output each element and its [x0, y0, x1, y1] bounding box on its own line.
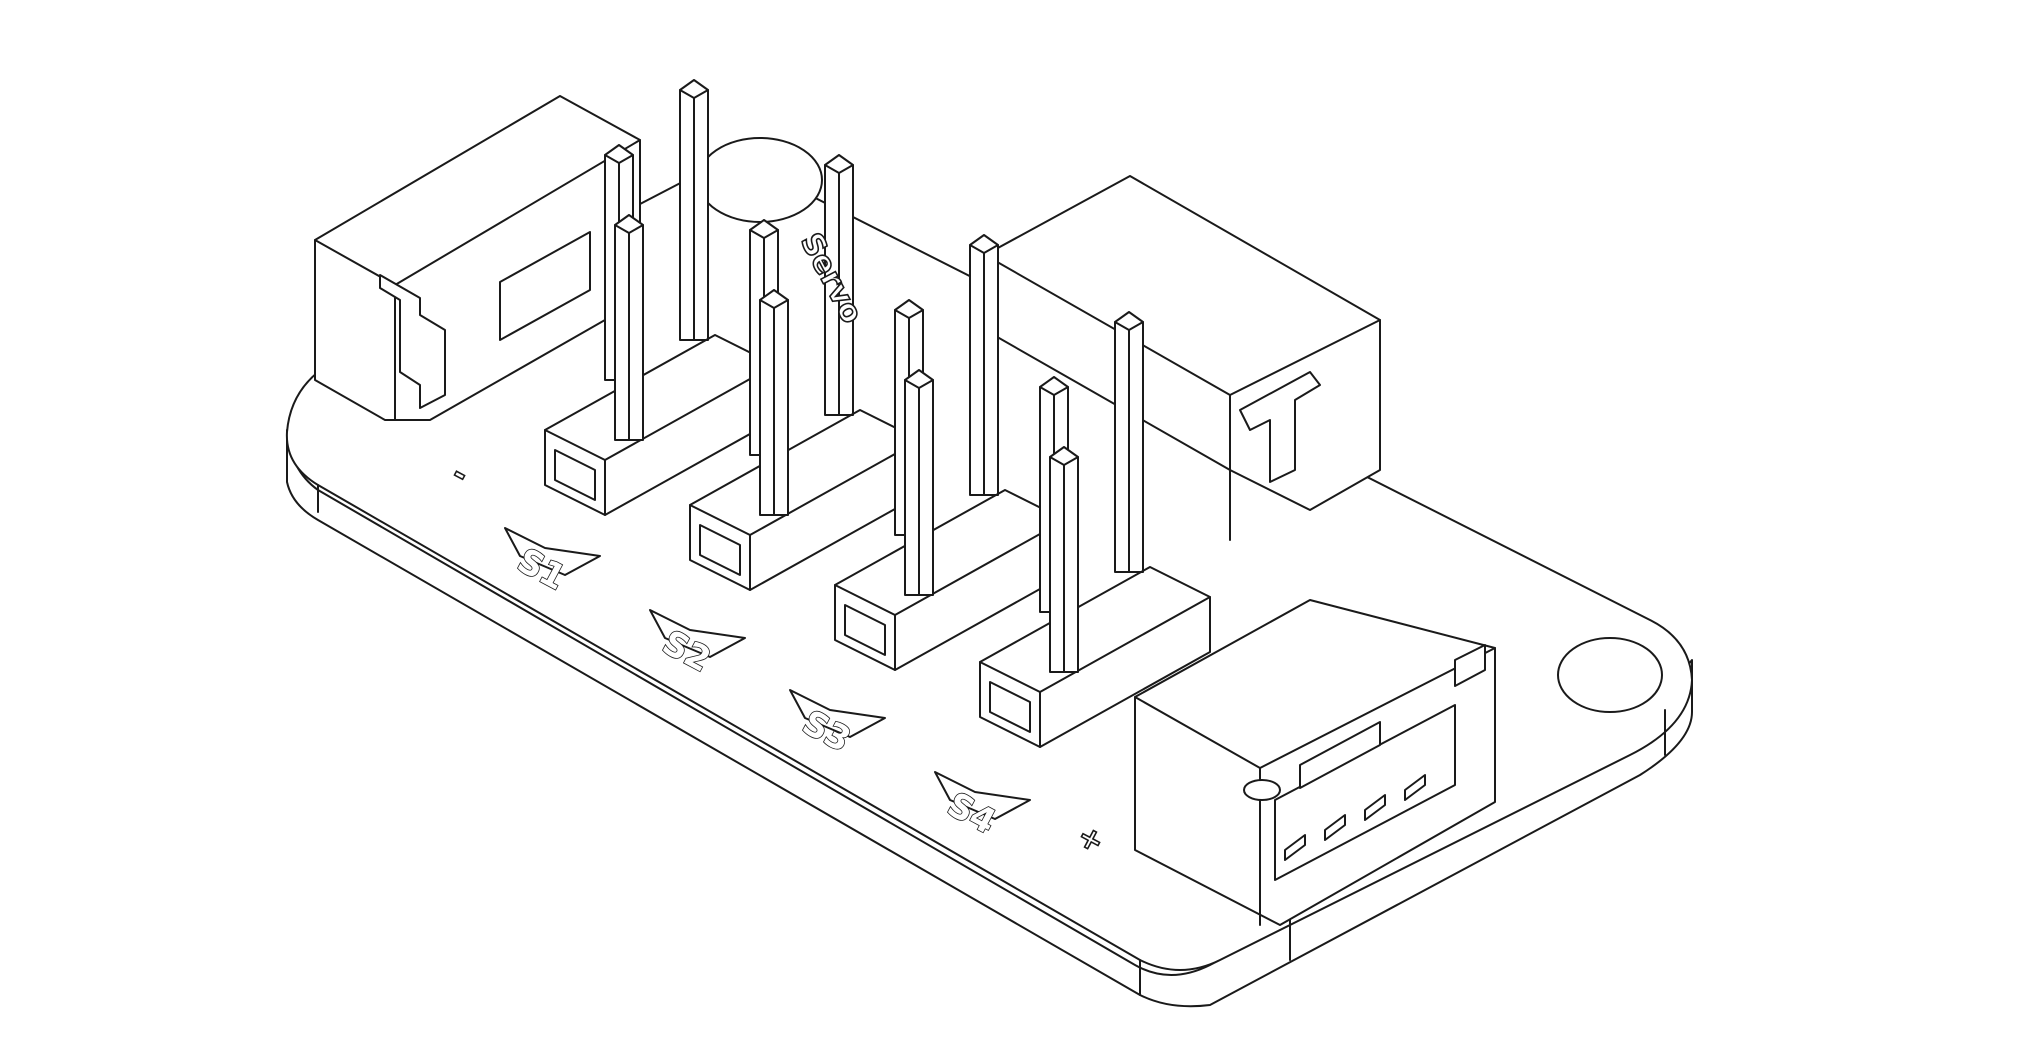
mounting-hole-top — [697, 137, 823, 223]
connector-front — [1134, 599, 1496, 926]
pin-headers — [544, 79, 1211, 748]
mounting-hole-right — [1557, 637, 1663, 713]
connector-right — [984, 175, 1381, 541]
connector-left — [314, 95, 641, 421]
